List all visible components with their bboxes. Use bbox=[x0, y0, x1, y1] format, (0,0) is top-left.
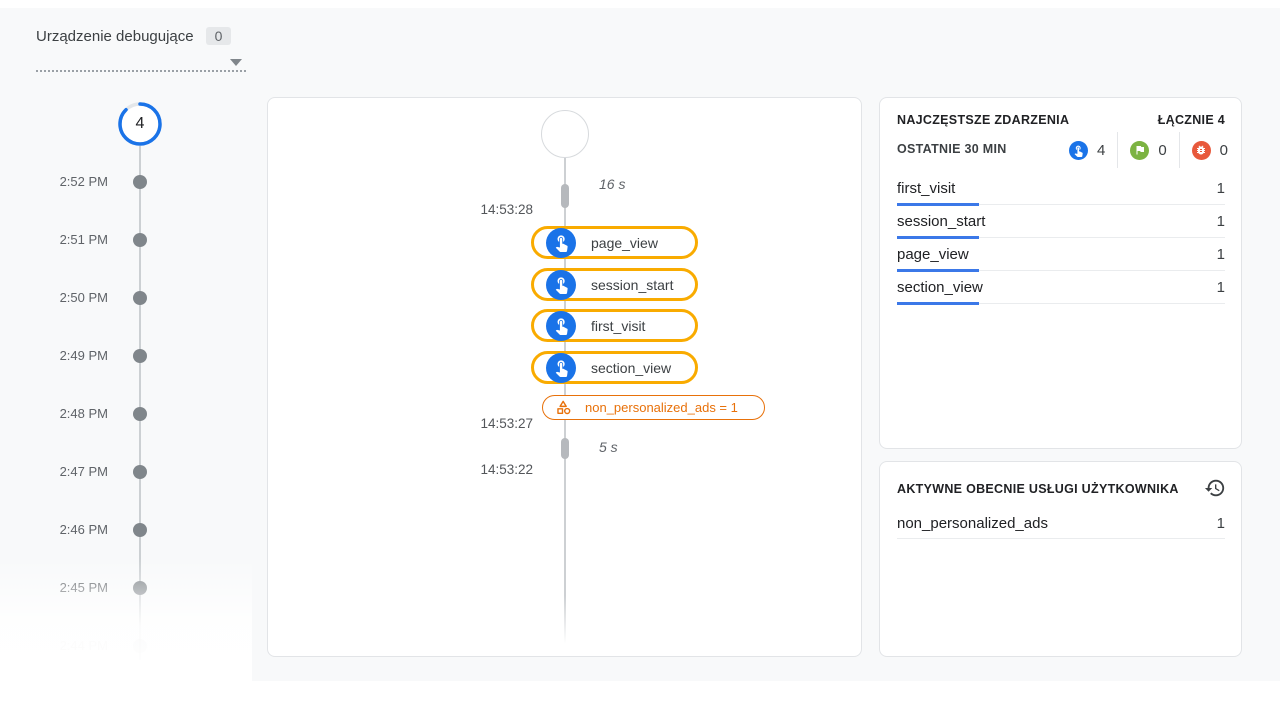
top-events-total: ŁĄCZNIE 4 bbox=[1157, 113, 1225, 127]
event-chip-label: session_start bbox=[591, 276, 674, 293]
top-event-count: 1 bbox=[1216, 278, 1225, 296]
top-event-name: first_visit bbox=[897, 179, 956, 197]
user-properties-title: AKTYWNE OBECNIE USŁUGI UŻYTKOWNIKA bbox=[897, 482, 1179, 496]
user-properties-panel: AKTYWNE OBECNIE USŁUGI UŻYTKOWNIKA non_p… bbox=[879, 461, 1242, 657]
debug-device-count-badge: 0 bbox=[205, 27, 232, 45]
minute-tick-label: 2:51 PM bbox=[59, 232, 108, 247]
stream-timestamp: 14:53:28 bbox=[480, 202, 533, 217]
event-chip-label: page_view bbox=[591, 234, 658, 251]
event-proportion-bar bbox=[897, 269, 979, 272]
top-event-row[interactable]: page_view 1 bbox=[897, 238, 1225, 272]
time-gap-label: 5 s bbox=[599, 439, 618, 455]
minute-tick-dot[interactable] bbox=[133, 465, 147, 479]
top-event-count: 1 bbox=[1216, 245, 1225, 263]
minute-counter-bubble: 4 bbox=[117, 101, 163, 147]
counter-events[interactable]: 4 bbox=[1068, 140, 1106, 160]
minute-tick: 2:46 PM bbox=[0, 520, 250, 540]
stream-head-circle bbox=[541, 110, 589, 158]
event-proportion-bar bbox=[897, 302, 979, 305]
top-events-window-label: OSTATNIE 30 MIN bbox=[897, 142, 1007, 156]
time-gap-capsule bbox=[561, 438, 569, 459]
event-chip-section-view[interactable]: section_view bbox=[531, 351, 698, 384]
event-chip-page-view[interactable]: page_view bbox=[531, 226, 698, 259]
touch-event-icon bbox=[546, 269, 576, 300]
minute-tick-dot[interactable] bbox=[133, 581, 147, 595]
minute-tick-label: 2:49 PM bbox=[59, 348, 108, 363]
stream-timestamp: 14:53:22 bbox=[480, 462, 533, 477]
minute-tick-label: 2:47 PM bbox=[59, 464, 108, 479]
top-events-panel: NAJCZĘSTSZE ZDARZENIA ŁĄCZNIE 4 OSTATNIE… bbox=[879, 97, 1242, 449]
top-event-row[interactable]: session_start 1 bbox=[897, 205, 1225, 239]
counter-conversions[interactable]: 0 bbox=[1130, 140, 1167, 160]
user-property-chip[interactable]: non_personalized_ads = 1 bbox=[542, 395, 765, 420]
time-gap-capsule bbox=[561, 184, 569, 208]
stream-timestamp: 14:53:27 bbox=[480, 416, 533, 431]
top-event-count: 1 bbox=[1216, 179, 1225, 197]
top-event-name: session_start bbox=[897, 212, 986, 230]
top-event-name: section_view bbox=[897, 278, 983, 296]
top-event-row[interactable]: first_visit 1 bbox=[897, 172, 1225, 206]
minute-tick-label: 2:44 PM bbox=[59, 638, 108, 653]
top-event-name: page_view bbox=[897, 245, 969, 263]
minute-tick-dot[interactable] bbox=[133, 523, 147, 537]
minute-tick-dot[interactable] bbox=[133, 407, 147, 421]
counter-events-value: 4 bbox=[1096, 141, 1106, 159]
minute-tick-dot[interactable] bbox=[133, 175, 147, 189]
minute-tick-label: 2:48 PM bbox=[59, 406, 108, 421]
minute-tick: 2:45 PM bbox=[0, 578, 250, 598]
minute-tick: 2:47 PM bbox=[0, 462, 250, 482]
chevron-down-icon[interactable] bbox=[230, 59, 242, 66]
top-event-count: 1 bbox=[1216, 212, 1225, 230]
event-chip-first-visit[interactable]: first_visit bbox=[531, 309, 698, 342]
minute-tick-label: 2:45 PM bbox=[59, 580, 108, 595]
event-proportion-bar bbox=[897, 236, 979, 239]
minute-tick: 2:44 PM bbox=[0, 636, 250, 656]
touch-event-icon bbox=[546, 310, 576, 341]
top-event-row[interactable]: section_view 1 bbox=[897, 271, 1225, 305]
counter-conversions-value: 0 bbox=[1158, 141, 1167, 159]
touch-event-icon bbox=[546, 227, 576, 258]
event-chip-session-start[interactable]: session_start bbox=[531, 268, 698, 301]
minute-tick: 2:48 PM bbox=[0, 404, 250, 424]
minute-timeline-line bbox=[139, 146, 141, 660]
touch-event-icon bbox=[1068, 140, 1088, 160]
error-bug-icon bbox=[1191, 140, 1211, 160]
debug-device-selector[interactable]: Urządzenie debugujące 0 bbox=[36, 24, 246, 72]
counter-errors-value: 0 bbox=[1219, 141, 1228, 159]
progress-ring-icon bbox=[118, 102, 162, 146]
top-events-title: NAJCZĘSTSZE ZDARZENIA bbox=[897, 113, 1070, 127]
minute-tick-dot[interactable] bbox=[133, 639, 147, 653]
event-type-counters: 4 0 0 bbox=[1068, 131, 1228, 169]
event-chip-label: first_visit bbox=[591, 317, 646, 334]
minute-tick-label: 2:50 PM bbox=[59, 290, 108, 305]
counter-errors[interactable]: 0 bbox=[1191, 140, 1228, 160]
minute-counter-value: 4 bbox=[135, 115, 145, 132]
minute-tick-label: 2:52 PM bbox=[59, 174, 108, 189]
minute-tick-dot[interactable] bbox=[133, 349, 147, 363]
divider bbox=[1117, 132, 1119, 168]
minute-tick: 2:49 PM bbox=[0, 346, 250, 366]
history-clock-icon bbox=[1204, 477, 1226, 499]
event-proportion-bar bbox=[897, 203, 979, 206]
user-property-row[interactable]: non_personalized_ads 1 bbox=[897, 508, 1225, 539]
minute-tick: 2:51 PM bbox=[0, 230, 250, 250]
top-events-list: first_visit 1 session_start 1 page_view … bbox=[897, 172, 1225, 305]
event-stream-panel: 16 s 14:53:28 page_view session_start fi… bbox=[267, 97, 862, 657]
debug-device-label: Urządzenie debugujące bbox=[36, 27, 194, 45]
user-properties-list: non_personalized_ads 1 bbox=[897, 508, 1225, 539]
conversion-flag-icon bbox=[1130, 140, 1150, 160]
user-property-chip-label: non_personalized_ads = 1 bbox=[585, 400, 738, 415]
minute-tick: 2:52 PM bbox=[0, 172, 250, 192]
user-property-shapes-icon bbox=[555, 399, 572, 416]
minute-tick-dot[interactable] bbox=[133, 233, 147, 247]
minute-tick-label: 2:46 PM bbox=[59, 522, 108, 537]
touch-event-icon bbox=[546, 352, 576, 383]
event-chip-label: section_view bbox=[591, 359, 672, 376]
divider bbox=[1178, 132, 1180, 168]
minute-tick: 2:50 PM bbox=[0, 288, 250, 308]
time-gap-label: 16 s bbox=[599, 176, 626, 192]
user-property-count: 1 bbox=[1216, 514, 1225, 532]
minute-tick-dot[interactable] bbox=[133, 291, 147, 305]
user-property-name: non_personalized_ads bbox=[897, 514, 1048, 532]
